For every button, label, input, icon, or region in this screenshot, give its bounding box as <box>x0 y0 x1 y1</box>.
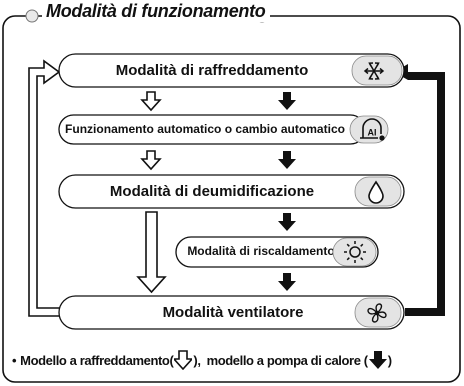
mode-label-cooling: Modalità di raffreddamento <box>116 62 309 79</box>
mode-label-fan: Modalità ventilatore <box>163 304 304 321</box>
mode-label-dehumidification: Modalità di deumidificazione <box>110 183 314 200</box>
solid-arrow-dehumidification-to-heating <box>278 213 296 231</box>
solid-arrow-cooling-to-auto <box>278 92 296 110</box>
snowflake-icon <box>363 62 385 80</box>
solid-arrow-auto-to-dehumidification <box>278 151 296 169</box>
droplet-icon <box>368 180 384 204</box>
loop-arrow-solid <box>394 64 445 316</box>
sun-icon <box>344 241 366 263</box>
title-left-dot <box>25 9 39 23</box>
legend-solid-arrow-icon <box>368 351 387 369</box>
mode-bar-fan <box>58 295 405 330</box>
mode-row-cooling: Modalità di raffreddamento <box>58 53 405 88</box>
outline-arrow-cooling-to-auto <box>141 91 161 111</box>
loop-arrow-outline <box>28 59 61 317</box>
mode-row-heating: Modalità di riscaldamento <box>175 236 379 268</box>
mode-row-fan: Modalità ventilatore <box>58 295 405 330</box>
mode-bar-cooling <box>58 53 405 88</box>
mode-icon-box-heating <box>332 237 377 267</box>
legend-cooling-model: Modello a raffreddamento( <box>20 352 174 368</box>
mode-row-auto: Funzionamento automatico o cambio automa… <box>58 114 389 145</box>
long-outline-arrow <box>136 211 167 294</box>
mode-bar-heating <box>175 236 379 268</box>
solid-arrow-heating-to-fan <box>278 273 296 291</box>
mode-label-heating: Modalità di riscaldamento <box>187 244 334 258</box>
outline-arrow-auto-to-dehumidification <box>141 150 161 170</box>
legend-outline-arrow-icon <box>174 350 193 370</box>
mode-bar-dehumidification <box>58 174 405 209</box>
legend: • Modello a raffreddamento( ), modello a… <box>12 350 392 370</box>
legend-separator: ), <box>193 352 201 368</box>
diagram-title: Modalità di funzionamento <box>42 1 270 22</box>
legend-heat-pump-model: modello a pompa di calore ( <box>206 352 369 368</box>
fan-icon <box>367 303 387 323</box>
auto-ai-icon: AI <box>360 118 385 141</box>
mode-row-dehumidification: Modalità di deumidificazione <box>58 174 405 209</box>
mode-label-auto: Funzionamento automatico o cambio automa… <box>65 122 345 136</box>
legend-bullet: • <box>12 352 17 368</box>
svg-text:AI: AI <box>368 127 377 137</box>
legend-close: ) <box>387 352 392 368</box>
